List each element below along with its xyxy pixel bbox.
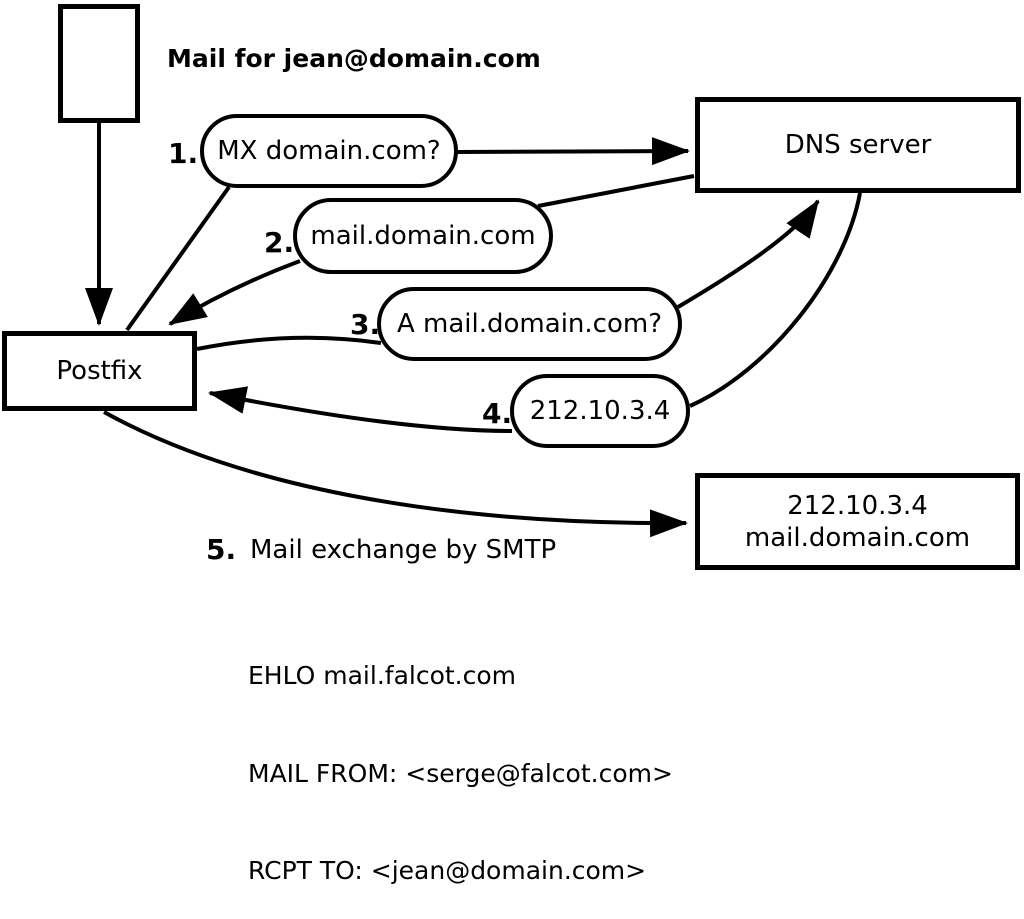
reply-pill-ip-label: 212.10.3.4	[529, 396, 671, 426]
dns-server-node: DNS server	[695, 97, 1021, 193]
step-number-5: 5.	[206, 533, 237, 566]
line-dns-to-reply2	[537, 174, 695, 208]
query-pill-a: A mail.domain.com?	[377, 287, 682, 361]
step-number-2: 2.	[264, 226, 295, 259]
step-number-4: 4.	[482, 397, 513, 430]
line-dns-to-reply4	[689, 192, 862, 408]
mail-server-ip: 212.10.3.4	[787, 490, 928, 521]
reply-pill-ip: 212.10.3.4	[510, 374, 690, 448]
arrow-reply4-to-postfix	[208, 386, 513, 433]
postfix-node: Postfix	[2, 331, 197, 411]
step-number-3: 3.	[350, 308, 381, 341]
arrow-query1-to-dns	[456, 137, 690, 166]
step5-label: Mail exchange by SMTP	[250, 535, 557, 565]
reply-pill-mx: mail.domain.com	[293, 198, 553, 274]
smtp-line-ehlo: EHLO mail.falcot.com	[248, 661, 517, 690]
step-number-1: 1.	[168, 137, 199, 170]
dns-server-label: DNS server	[784, 130, 932, 160]
arrow-reply2-to-postfix	[168, 259, 301, 326]
diagram-title: Mail for jean@domain.com	[167, 44, 541, 73]
query-pill-mx: MX domain.com?	[200, 114, 458, 188]
smtp-transcript: EHLO mail.falcot.com MAIL FROM: <serge@f…	[248, 595, 673, 919]
arrow-query3-to-dns	[676, 199, 820, 309]
query-pill-mx-label: MX domain.com?	[217, 136, 441, 166]
reply-pill-mx-label: mail.domain.com	[310, 221, 536, 251]
outgoing-message-box	[58, 4, 140, 123]
smtp-line-rcpt-to: RCPT TO: <jean@domain.com>	[248, 856, 647, 885]
smtp-line-mail-from: MAIL FROM: <serge@falcot.com>	[248, 758, 673, 788]
mail-server-hostname: mail.domain.com	[744, 522, 971, 553]
mail-server-node: 212.10.3.4 mail.domain.com	[695, 473, 1020, 570]
postfix-label: Postfix	[56, 356, 143, 386]
query-pill-a-label: A mail.domain.com?	[397, 309, 662, 339]
line-postfix-to-query1	[125, 185, 231, 332]
